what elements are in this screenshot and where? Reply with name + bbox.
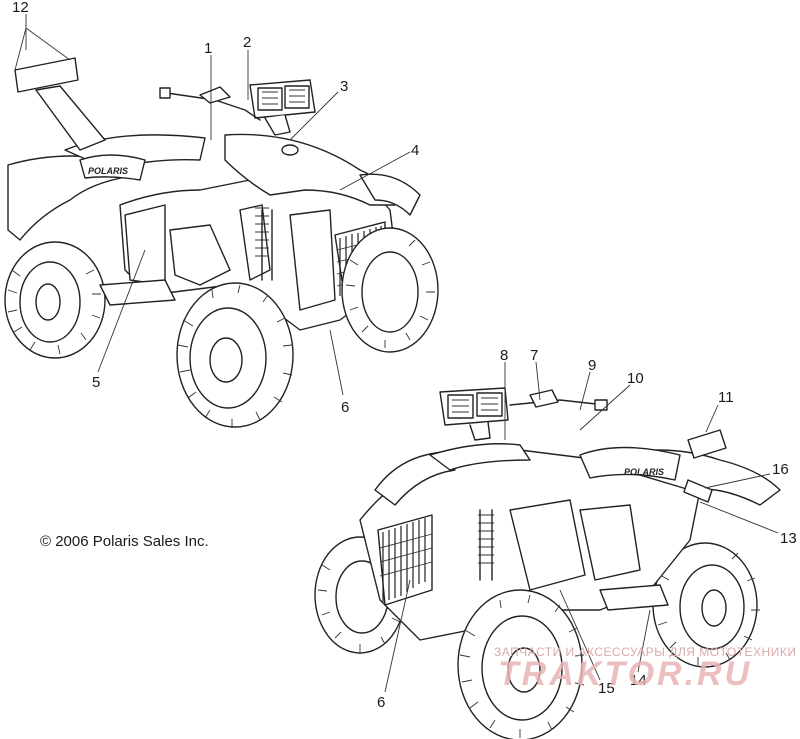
callout-7: 7	[530, 347, 538, 364]
callout-12: 12	[12, 0, 29, 16]
callout-11: 11	[718, 389, 734, 406]
front-wheel-top	[176, 282, 294, 428]
callout-15: 15	[598, 680, 615, 697]
callout-labels: 12 1 2 3 4 5 6 7 8 9 10 11 16 13 14 15 6	[12, 0, 797, 711]
callout-10: 10	[627, 370, 644, 387]
watermark-tagline: ЗАПЧАСТИ И АКСЕССУАРЫ ДЛЯ МОТОТЕХНИКИ	[494, 645, 797, 659]
callout-16: 16	[772, 461, 789, 478]
callout-6-bottom: 6	[377, 694, 385, 711]
rear-wheel-top	[4, 241, 106, 359]
polaris-decal-text-bottom: POLARIS	[624, 467, 664, 477]
atv-bottom: POLARIS	[314, 387, 781, 739]
polaris-decal-text-top: POLARIS	[88, 166, 128, 176]
callout-14: 14	[630, 672, 647, 689]
polaris-decal-bottom: POLARIS	[579, 446, 681, 481]
headlight-pod-bottom	[439, 387, 509, 441]
front-wheel-bottom	[457, 589, 585, 739]
headlight-pod-top	[249, 79, 316, 136]
decal-12-piece	[14, 57, 106, 151]
rear-wheel-bottom	[652, 542, 760, 668]
grille-decal-bottom	[377, 514, 433, 606]
polaris-decal-top: POLARIS	[79, 154, 146, 181]
atv-top: POLARIS	[4, 79, 439, 428]
copyright-notice: © 2006 Polaris Sales Inc.	[40, 533, 209, 550]
callout-5: 5	[92, 374, 100, 391]
watermark-logo: TRAKTOR.RU	[498, 655, 753, 693]
decal-11-piece	[687, 429, 727, 459]
callout-3: 3	[340, 78, 348, 95]
callout-6-top: 6	[341, 399, 349, 416]
callout-13: 13	[780, 530, 797, 547]
callout-2: 2	[243, 34, 251, 51]
callout-8: 8	[500, 347, 508, 364]
front-wheel-far-top	[341, 227, 439, 353]
callout-1: 1	[204, 40, 212, 57]
leader-lines	[14, 14, 779, 693]
callout-4: 4	[411, 142, 419, 159]
callout-9: 9	[588, 357, 596, 374]
